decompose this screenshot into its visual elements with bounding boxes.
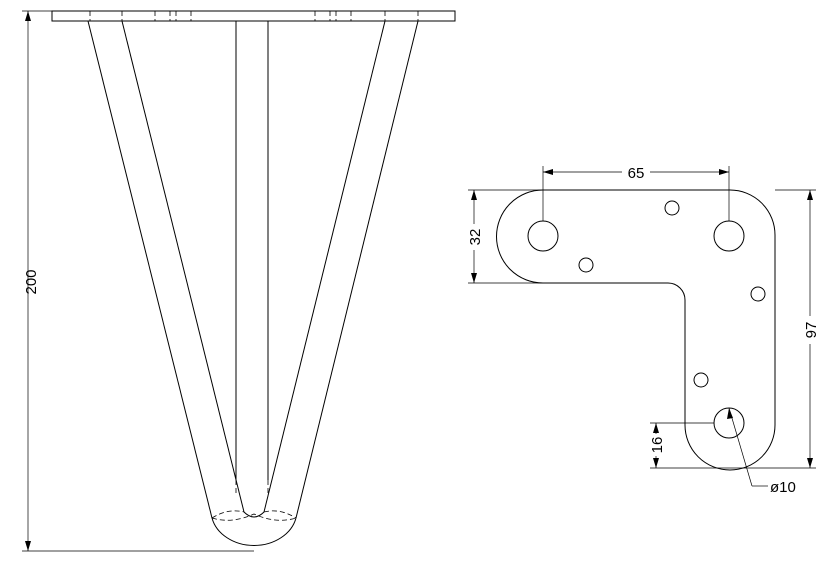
right-rod — [263, 20, 419, 519]
center-rod — [235, 21, 269, 496]
large-hole-top-right — [713, 220, 745, 252]
height-label: 200 — [23, 269, 40, 294]
bracket-outline — [496, 189, 776, 471]
small-hole — [693, 372, 709, 388]
l-bracket-view: 65 32 97 — [465, 163, 820, 496]
small-hole — [578, 257, 594, 273]
mounting-plate — [51, 10, 456, 22]
arm-width-label: 32 — [467, 229, 484, 246]
hole-spacing-label: 65 — [628, 165, 645, 182]
hole-spacing-dimension: 65 — [542, 163, 730, 221]
bracket-height-dimension: 97 — [729, 189, 820, 469]
left-rod — [87, 20, 245, 519]
bracket-height-label: 97 — [803, 322, 820, 339]
hole-diameter-callout: ø10 — [727, 407, 796, 496]
bottom-offset-label: 16 — [649, 437, 666, 454]
small-hole — [664, 200, 680, 216]
rod-bend — [211, 510, 297, 546]
large-hole-top-left — [527, 220, 559, 252]
bottom-offset-dimension: 16 — [647, 422, 729, 469]
hairpin-leg-view: 200 — [22, 10, 456, 552]
plate-hidden-lines — [89, 11, 419, 21]
height-dimension: 200 — [22, 10, 254, 552]
small-hole — [750, 286, 766, 302]
arm-width-dimension: 32 — [465, 189, 543, 284]
hole-diameter-label: ø10 — [770, 479, 796, 496]
